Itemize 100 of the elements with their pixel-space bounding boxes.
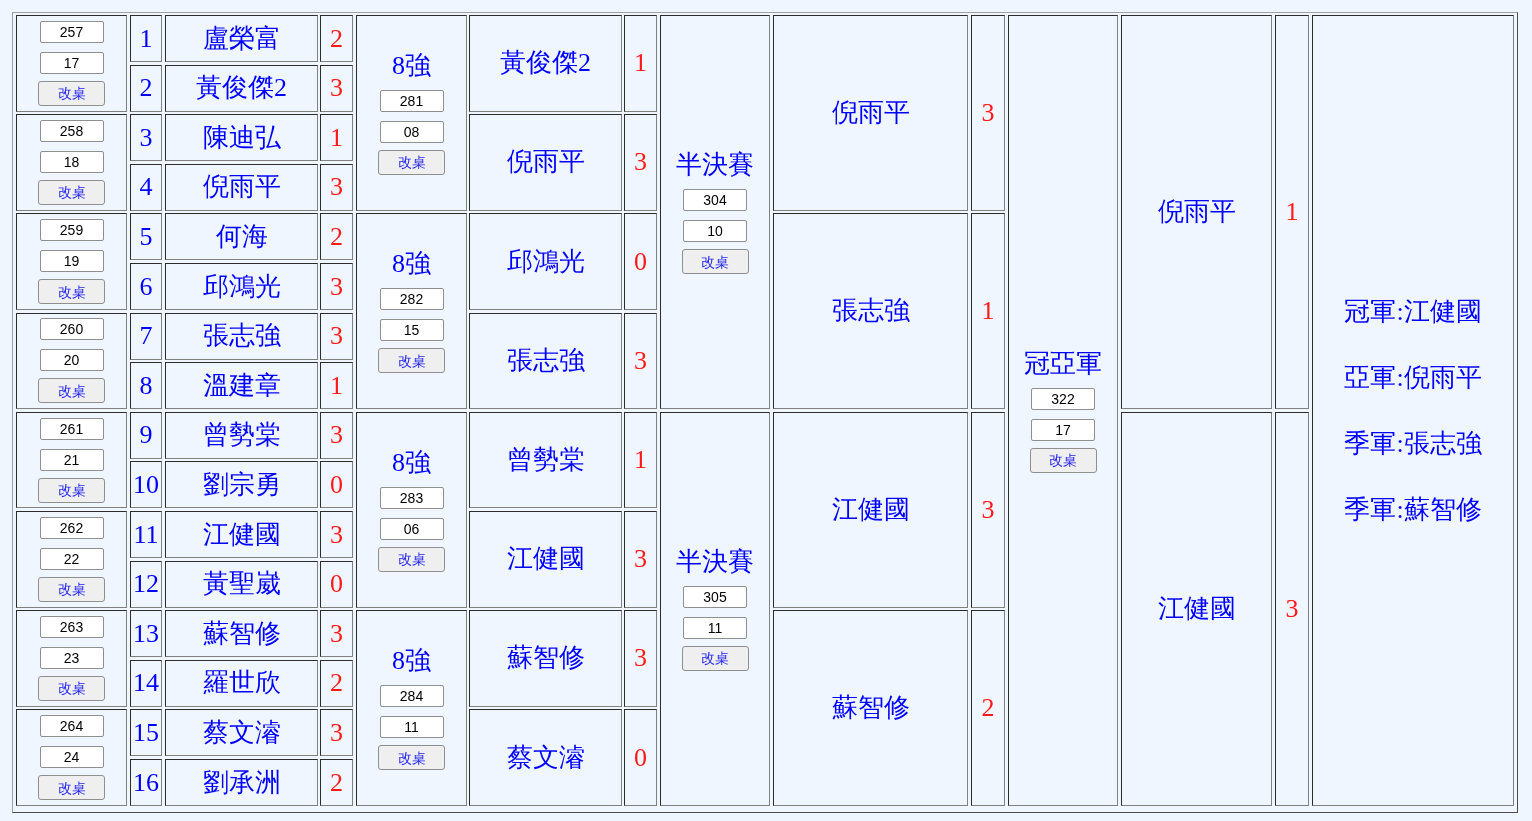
seed-cell [130, 114, 162, 162]
score: 3 [330, 172, 343, 203]
match-cell [356, 411, 467, 608]
player-cell [469, 411, 622, 509]
score: 2 [330, 221, 343, 252]
score: 1 [634, 48, 647, 79]
score: 3 [330, 271, 343, 302]
score-cell [320, 64, 353, 112]
input-field: 281 [379, 89, 444, 112]
input-field: 15 [379, 319, 444, 342]
input-field: 22 [39, 547, 104, 570]
score-cell [624, 213, 657, 310]
player-cell [165, 15, 318, 62]
player-cell [469, 213, 622, 310]
score-cell [320, 263, 353, 310]
player-name: 張志強 [202, 321, 281, 352]
score-cell [320, 560, 353, 608]
score: 3 [330, 321, 343, 352]
match-cell [16, 312, 127, 410]
score: 3 [330, 618, 343, 649]
player-cell [773, 213, 968, 410]
player-name: 曾勢棠 [506, 445, 585, 476]
player-name: 倪雨平 [506, 147, 585, 178]
score: 3 [330, 73, 343, 104]
score-cell [320, 312, 353, 360]
input-field: 24 [39, 746, 104, 769]
input-field: 18 [39, 151, 104, 173]
input-field: 261 [39, 417, 104, 440]
seed-number: 13 [133, 618, 159, 649]
player-name: 江健國 [831, 494, 910, 525]
input-field: 284 [379, 685, 444, 708]
seed-number: 9 [139, 420, 153, 451]
change-table-button: 改桌 [38, 576, 105, 602]
seed-cell [130, 312, 162, 360]
score: 0 [330, 469, 343, 500]
match-cell [16, 610, 127, 707]
score: 2 [330, 23, 343, 54]
player-name: 盧榮富 [202, 23, 281, 54]
player-cell [165, 64, 318, 112]
seed-cell [130, 64, 162, 112]
input-field: 258 [39, 120, 104, 142]
score-cell [624, 15, 657, 112]
change-table-button: 改桌 [378, 149, 445, 175]
player-cell [165, 362, 318, 410]
player-name: 倪雨平 [1157, 197, 1236, 228]
player-cell [165, 411, 318, 459]
player-cell [165, 560, 318, 608]
input-field: 283 [379, 486, 444, 509]
score-cell [320, 759, 353, 806]
input-field: 257 [39, 20, 104, 43]
input-field: 06 [379, 517, 444, 540]
player-cell [469, 610, 622, 707]
score: 1 [1285, 197, 1299, 228]
change-table-button: 改桌 [681, 249, 749, 275]
input-field: 11 [683, 616, 747, 639]
seed-number: 14 [133, 668, 159, 699]
player-cell [773, 610, 968, 806]
input-field: 260 [39, 318, 104, 341]
score: 3 [981, 494, 995, 525]
player-cell [1121, 15, 1272, 410]
player-name: 邱鴻光 [506, 246, 585, 277]
score-cell [320, 610, 353, 658]
seed-number: 11 [133, 519, 159, 550]
score-cell [320, 709, 353, 757]
player-cell [165, 213, 318, 261]
seed-cell [130, 411, 162, 459]
input-field: 259 [39, 219, 104, 242]
player-cell [469, 15, 622, 112]
player-cell [165, 759, 318, 806]
player-name: 黃俊傑2 [500, 48, 591, 79]
input-field: 304 [683, 189, 747, 212]
score-cell [624, 709, 657, 806]
seed-cell [130, 15, 162, 62]
player-name: 黃聖崴 [202, 569, 281, 600]
change-table-button: 改桌 [681, 645, 749, 671]
score-cell [320, 114, 353, 162]
input-field: 282 [379, 288, 444, 311]
player-name: 江健國 [202, 519, 281, 550]
seed-number: 16 [133, 767, 159, 798]
input-field: 19 [39, 250, 104, 273]
score-cell [320, 362, 353, 410]
player-name: 蘇智修 [506, 643, 585, 674]
match-cell [356, 213, 467, 410]
player-cell [165, 312, 318, 360]
match-cell [356, 15, 467, 211]
score-cell [624, 610, 657, 707]
score: 0 [330, 569, 343, 600]
input-field: 23 [39, 647, 104, 669]
input-field: 10 [683, 220, 747, 243]
score: 0 [634, 742, 647, 773]
score: 2 [330, 668, 343, 699]
seed-cell [130, 709, 162, 757]
match-cell [16, 15, 127, 112]
seed-cell [130, 560, 162, 608]
player-name: 張志強 [506, 345, 585, 376]
player-name: 邱鴻光 [202, 271, 281, 302]
seed-cell [130, 163, 162, 211]
placement-result: 冠軍:江健國 [1344, 296, 1482, 327]
round-label: 冠亞軍 [1024, 348, 1102, 379]
round-label: 8強 [392, 249, 431, 280]
